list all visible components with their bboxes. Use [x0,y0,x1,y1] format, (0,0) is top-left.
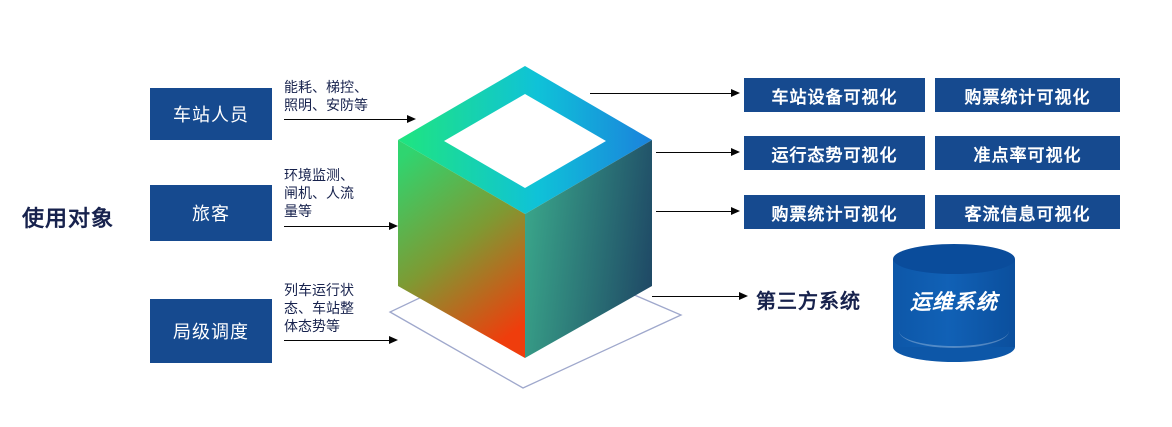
ops-system-cylinder: 运维系统 [893,244,1015,362]
viz-box-ticket-stats-top: 购票统计可视化 [935,78,1120,112]
cube-left-face [398,140,525,358]
annotation-line: 环境监测、 [284,167,354,183]
viz-box-label: 客流信息可视化 [964,204,1091,224]
viz-box-label: 购票统计可视化 [964,87,1091,107]
arrow-station-staff-to-cube [284,115,416,124]
viz-box-station-equipment: 车站设备可视化 [744,78,925,112]
cube-right-face [525,140,652,358]
annotation-line: 照明、安防等 [284,97,368,113]
arrow-cube-to-third-party [652,292,748,301]
viz-box-label: 准点率可视化 [973,145,1082,165]
actor-box-bureau-dispatch: 局级调度 [150,299,272,363]
cube-top-white-panel [444,94,606,188]
cylinder-top [893,244,1015,274]
annotation-line: 列车运行状 [284,282,354,298]
ops-system-label: 运维系统 [910,291,998,314]
actor-box-label: 旅客 [192,204,230,224]
annotation-bureau-dispatch: 列车运行状 态、车站整 体态势等 [284,281,354,335]
annotation-line: 态、车站整 [284,300,354,316]
viz-box-label: 运行态势可视化 [771,145,898,165]
third-party-system-label: 第三方系统 [756,291,861,313]
actor-box-passenger: 旅客 [150,185,272,241]
annotation-line: 能耗、梯控、 [284,79,368,95]
viz-box-label: 购票统计可视化 [771,204,898,224]
actor-box-station-staff: 车站人员 [150,88,272,140]
viz-box-label: 车站设备可视化 [771,87,898,107]
annotation-line: 量等 [284,203,312,219]
annotation-line: 体态势等 [284,318,340,334]
cube-3d-graphic [388,66,683,389]
viz-box-passenger-flow: 客流信息可视化 [935,195,1120,229]
arrow-cube-to-row2 [656,148,740,157]
cylinder-highlight-arc [899,314,1009,348]
actor-box-label: 局级调度 [173,322,249,342]
arrow-passenger-to-cube [284,222,398,231]
annotation-passenger: 环境监测、 闸机、人流 量等 [284,166,354,220]
viz-box-ticket-stats-bottom: 购票统计可视化 [744,195,925,229]
viz-box-operation-status: 运行态势可视化 [744,136,925,170]
arrow-cube-to-row1 [590,89,740,98]
annotation-station-staff: 能耗、梯控、 照明、安防等 [284,78,368,114]
user-group-label: 使用对象 [22,206,115,231]
actor-box-label: 车站人员 [173,105,249,125]
arrow-dispatch-to-cube [284,336,398,345]
viz-box-punctuality: 准点率可视化 [935,136,1120,170]
annotation-line: 闸机、人流 [284,185,354,201]
arrow-cube-to-row3 [656,207,740,216]
